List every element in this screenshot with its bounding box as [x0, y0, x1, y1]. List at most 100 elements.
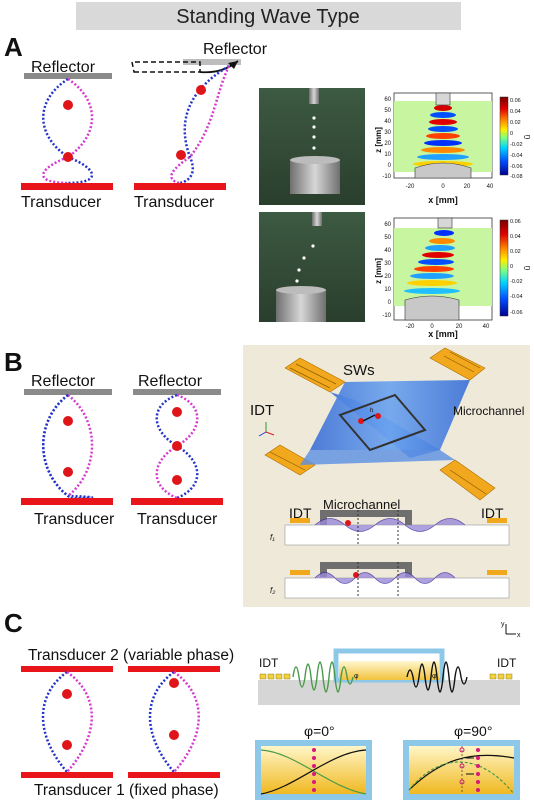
- label-idt-left-section: IDT: [289, 505, 312, 521]
- phi-90-label: φ=90°: [454, 723, 492, 739]
- panel-c-bottom-label: Transducer 1 (fixed phase): [34, 782, 219, 799]
- tick: 30: [384, 261, 391, 267]
- panel-c-transducer-2-right: [128, 666, 220, 672]
- panel-a-field-plot-bottom: [393, 217, 509, 321]
- label-idt-3d: IDT: [250, 402, 274, 419]
- cbar-tick: 0.06: [510, 98, 521, 104]
- panel-b-node-right-1: [172, 407, 182, 417]
- panel-a-wave-right: [170, 64, 231, 185]
- title-banner: [76, 2, 461, 30]
- tick: -20: [406, 184, 415, 190]
- cbar-tick: -0.02: [510, 142, 523, 148]
- panel-c-idt-right-label: IDT: [497, 656, 517, 670]
- panel-c-transducer-1-left: [21, 772, 113, 778]
- cbar-tick: -0.06: [510, 164, 523, 170]
- tick: 30: [384, 130, 391, 136]
- b-particle-2: [375, 413, 381, 419]
- field-bands-top: [413, 105, 473, 167]
- panel-a-tilt-outline: [131, 61, 201, 73]
- panel-c-node-right-upper: [169, 678, 179, 688]
- panel-a-node-right-upper: [196, 85, 206, 95]
- svg-text:φ: φ: [432, 673, 437, 680]
- panel-b-node-right-2: [172, 441, 182, 451]
- tick: -20: [406, 324, 415, 330]
- panel-c-idt-left-label: IDT: [259, 656, 279, 670]
- panel-a-reflector-left: [24, 73, 112, 79]
- cbar-tick: 0.02: [510, 120, 521, 126]
- tick: 50: [384, 108, 391, 114]
- axis-icon-2d: y x: [501, 621, 521, 639]
- panel-a-plot-bottom-xlabel: x [mm]: [428, 329, 458, 339]
- tick: 60: [384, 222, 391, 228]
- panel-a-plot-bottom-ylabel: z [mm]: [374, 258, 383, 284]
- tick: 20: [464, 184, 471, 190]
- panel-a-transducer-right: [134, 183, 226, 190]
- phi-0-label: φ=0°: [304, 723, 335, 739]
- cbar-tick: 0.02: [510, 249, 521, 255]
- tick: 0: [388, 300, 392, 306]
- cbar-tick: 0: [510, 131, 513, 137]
- panel-a-reflector-left-label: Reflector: [31, 59, 96, 76]
- svg-text:y: y: [501, 621, 505, 628]
- tick: 20: [384, 141, 391, 147]
- page-title: Standing Wave Type: [176, 6, 359, 28]
- tick: 40: [487, 184, 494, 190]
- cbar-tick: 0.06: [510, 219, 521, 225]
- panel-b-device-illustration: h SWs IDT Microchannel: [243, 345, 530, 607]
- tick: 40: [384, 119, 391, 125]
- panel-b-node-left-upper: [63, 416, 73, 426]
- svg-text:φ: φ: [354, 673, 359, 680]
- panel-c-node-right-lower: [169, 730, 179, 740]
- panel-b-transducer-right-label: Transducer: [137, 511, 218, 528]
- b-particle-1: [358, 418, 364, 424]
- panel-b-node-right-3: [172, 475, 182, 485]
- cross-section-f1: [284, 510, 510, 546]
- tick: -10: [382, 174, 391, 180]
- label-microchannel-section: Microchannel: [323, 497, 400, 512]
- cbar-tick: 0: [510, 264, 513, 270]
- panel-a-transducer-right-label: Transducer: [134, 194, 215, 211]
- label-idt-right-section: IDT: [481, 505, 504, 521]
- field-bands-bottom: [404, 230, 460, 294]
- cbar-tick: -0.06: [510, 310, 523, 316]
- panel-a-transducer-left: [21, 183, 113, 190]
- panel-b-letter: B: [4, 347, 23, 377]
- panel-b-reflector-left: [24, 389, 112, 395]
- panel-a-plot-bottom-cbar-label: ũ: [523, 266, 532, 270]
- panel-b-node-left-lower: [63, 467, 73, 477]
- phi-0-channel: [255, 740, 372, 800]
- panel-a-node-left-upper: [63, 100, 73, 110]
- panel-a-plot-top-xlabel: x [mm]: [428, 195, 458, 205]
- panel-c-wave-left: [41, 670, 93, 773]
- panel-c-letter: C: [4, 608, 23, 638]
- panel-a-plot-top-cbar-label: ũ: [523, 135, 532, 139]
- cbar-tick: 0.04: [510, 109, 521, 115]
- panel-b-wave-left: [42, 394, 94, 500]
- label-f1: f₁: [270, 533, 275, 542]
- label-sws: SWs: [343, 362, 375, 379]
- panel-b-reflector-right-label: Reflector: [138, 373, 203, 390]
- panel-a-tilt-arrowhead: [228, 61, 238, 69]
- tick: 50: [384, 235, 391, 241]
- panel-c-node-left-upper: [62, 689, 72, 699]
- cbar-tick: -0.02: [510, 279, 523, 285]
- label-microchannel-3d: Microchannel: [453, 404, 524, 418]
- panel-b-transducer-left-label: Transducer: [34, 511, 115, 528]
- cbar-tick: -0.04: [510, 294, 523, 300]
- panel-b-transducer-right: [131, 498, 223, 505]
- panel-a-letter: A: [4, 32, 23, 62]
- cbar-tick: -0.04: [510, 153, 523, 159]
- panel-a-photo-top: [259, 88, 365, 205]
- b-particle-label: h: [370, 408, 373, 414]
- panel-c-top-label: Transducer 2 (variable phase): [28, 647, 234, 664]
- panel-b-transducer-left: [21, 498, 113, 505]
- cbar-tick: -0.08: [510, 174, 523, 180]
- panel-a-node-left-lower: [63, 152, 73, 162]
- panel-a-wave-left: [42, 77, 94, 185]
- tick: 0: [441, 184, 445, 190]
- panel-b-reflector-left-label: Reflector: [31, 373, 96, 390]
- panel-a-photo-bottom: [259, 212, 365, 322]
- tick: 20: [384, 274, 391, 280]
